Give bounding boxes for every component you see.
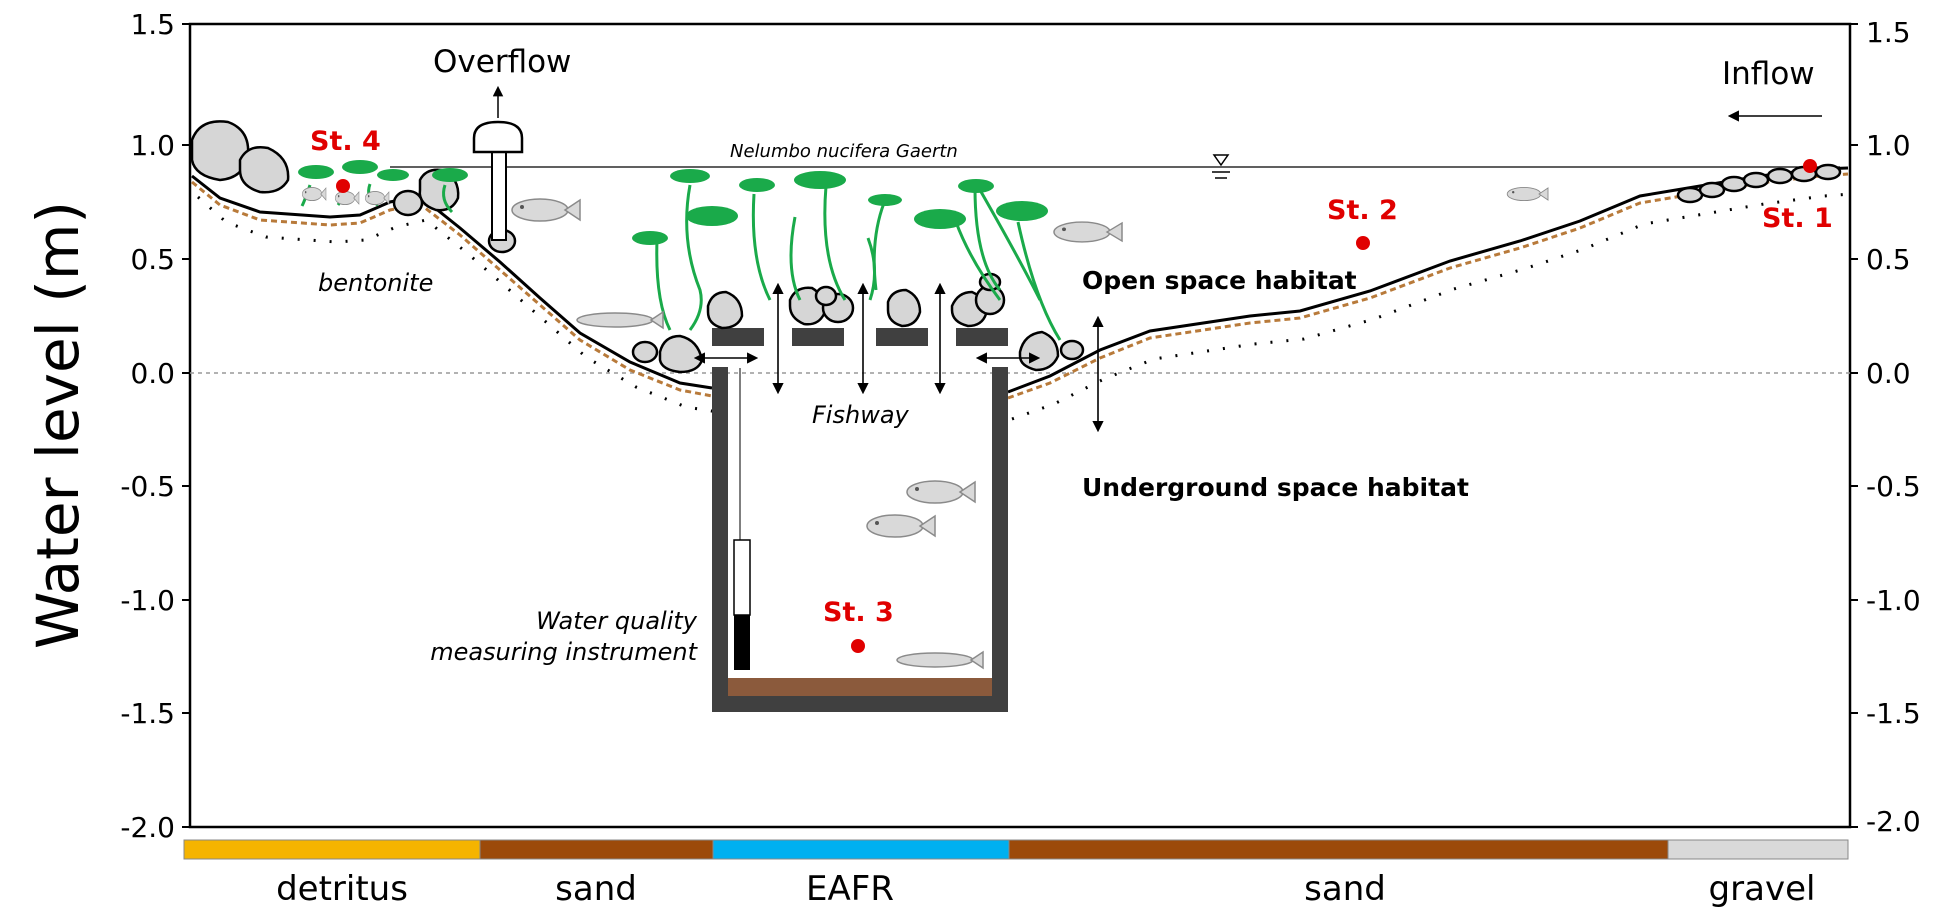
right-tick-label: 1.0 (1866, 129, 1911, 162)
substrate-sand-left (479, 839, 714, 860)
substrate-label: EAFR (806, 869, 894, 909)
left-tick-label: 1.0 (130, 129, 175, 162)
right-tick-label: -1.5 (1866, 697, 1921, 730)
lotus-stems (300, 182, 1062, 341)
right-tick-label: 0.0 (1866, 357, 1911, 390)
left-tick-label: 0.5 (130, 243, 175, 276)
station-3-label: St. 3 (823, 597, 894, 628)
lotus-leaves (298, 160, 1048, 245)
left-axis: 1.5 1.0 0.5 0.0 -0.5 -1.0 -1.5 -2.0 (120, 8, 190, 844)
chamber-left-wall (712, 367, 728, 712)
water-level-symbol (1212, 154, 1230, 179)
substrate-label: detritus (276, 869, 408, 909)
plant-species-label: Nelumbo nucifera Gaertn (730, 141, 958, 162)
left-tick-label: -2.0 (120, 811, 175, 844)
substrate-bar (183, 839, 1849, 860)
substrate-label: sand (1304, 869, 1386, 909)
substrate-detritus (183, 839, 481, 860)
left-tick-label: -1.5 (120, 697, 175, 730)
station-markers (336, 159, 1817, 653)
ground-hatch-right (1011, 192, 1853, 421)
fishway-slab (712, 328, 764, 346)
station-1-marker (1803, 159, 1817, 173)
instrument-label-line1: Water quality (536, 607, 698, 635)
inflow-label: Inflow (1722, 56, 1815, 92)
station-4-marker (336, 179, 350, 193)
bentonite-label: bentonite (318, 269, 433, 297)
chamber-floor (712, 696, 1008, 712)
underground-space-habitat-label: Underground space habitat (1082, 473, 1469, 502)
left-tick-label: -0.5 (120, 470, 175, 503)
right-tick-label: 0.5 (1866, 243, 1911, 276)
substrate-sand-right (1008, 839, 1669, 860)
right-tick-label: -1.0 (1866, 584, 1921, 617)
substrate-label: gravel (1709, 869, 1816, 909)
station-4-label: St. 4 (310, 126, 381, 157)
ground-profile-left (191, 174, 713, 390)
sediment-line-left (191, 180, 713, 398)
instrument-body (733, 539, 751, 616)
right-tick-label: -0.5 (1866, 470, 1921, 503)
fishway-slab (792, 328, 844, 346)
open-space-habitat-label: Open space habitat (1082, 266, 1357, 295)
fishway-label: Fishway (812, 401, 910, 429)
y-axis-title: Water level (m) (24, 201, 92, 649)
chamber-right-wall (992, 367, 1008, 712)
left-tick-label: 0.0 (130, 357, 175, 390)
sediment-line-right (1007, 172, 1849, 400)
substrate-gravel (1667, 839, 1849, 860)
station-3-marker (851, 639, 865, 653)
instrument-label-line2: measuring instrument (430, 638, 698, 666)
fishway-slab (876, 328, 928, 346)
right-tick-label: 1.5 (1866, 16, 1911, 49)
ground-hatch-left (197, 195, 719, 414)
left-tick-label: -1.0 (120, 584, 175, 617)
right-tick-label: -2.0 (1866, 805, 1921, 838)
plot-frame (188, 22, 1852, 829)
station-2-marker (1356, 236, 1370, 250)
right-axis: 1.5 1.0 0.5 0.0 -0.5 -1.0 -1.5 -2.0 (1850, 16, 1921, 838)
substrate-eafr (712, 839, 1010, 860)
fishway-slab (956, 328, 1008, 346)
left-tick-label: 1.5 (130, 8, 175, 41)
overflow-label: Overflow (433, 44, 571, 80)
fishway-arrows (693, 110, 1822, 433)
overflow-pipe (472, 85, 524, 241)
station-1-label: St. 1 (1762, 203, 1833, 234)
chamber-sediment (728, 678, 992, 696)
substrate-label: sand (555, 869, 637, 909)
station-2-label: St. 2 (1327, 195, 1398, 226)
instrument-sensor (734, 615, 750, 670)
